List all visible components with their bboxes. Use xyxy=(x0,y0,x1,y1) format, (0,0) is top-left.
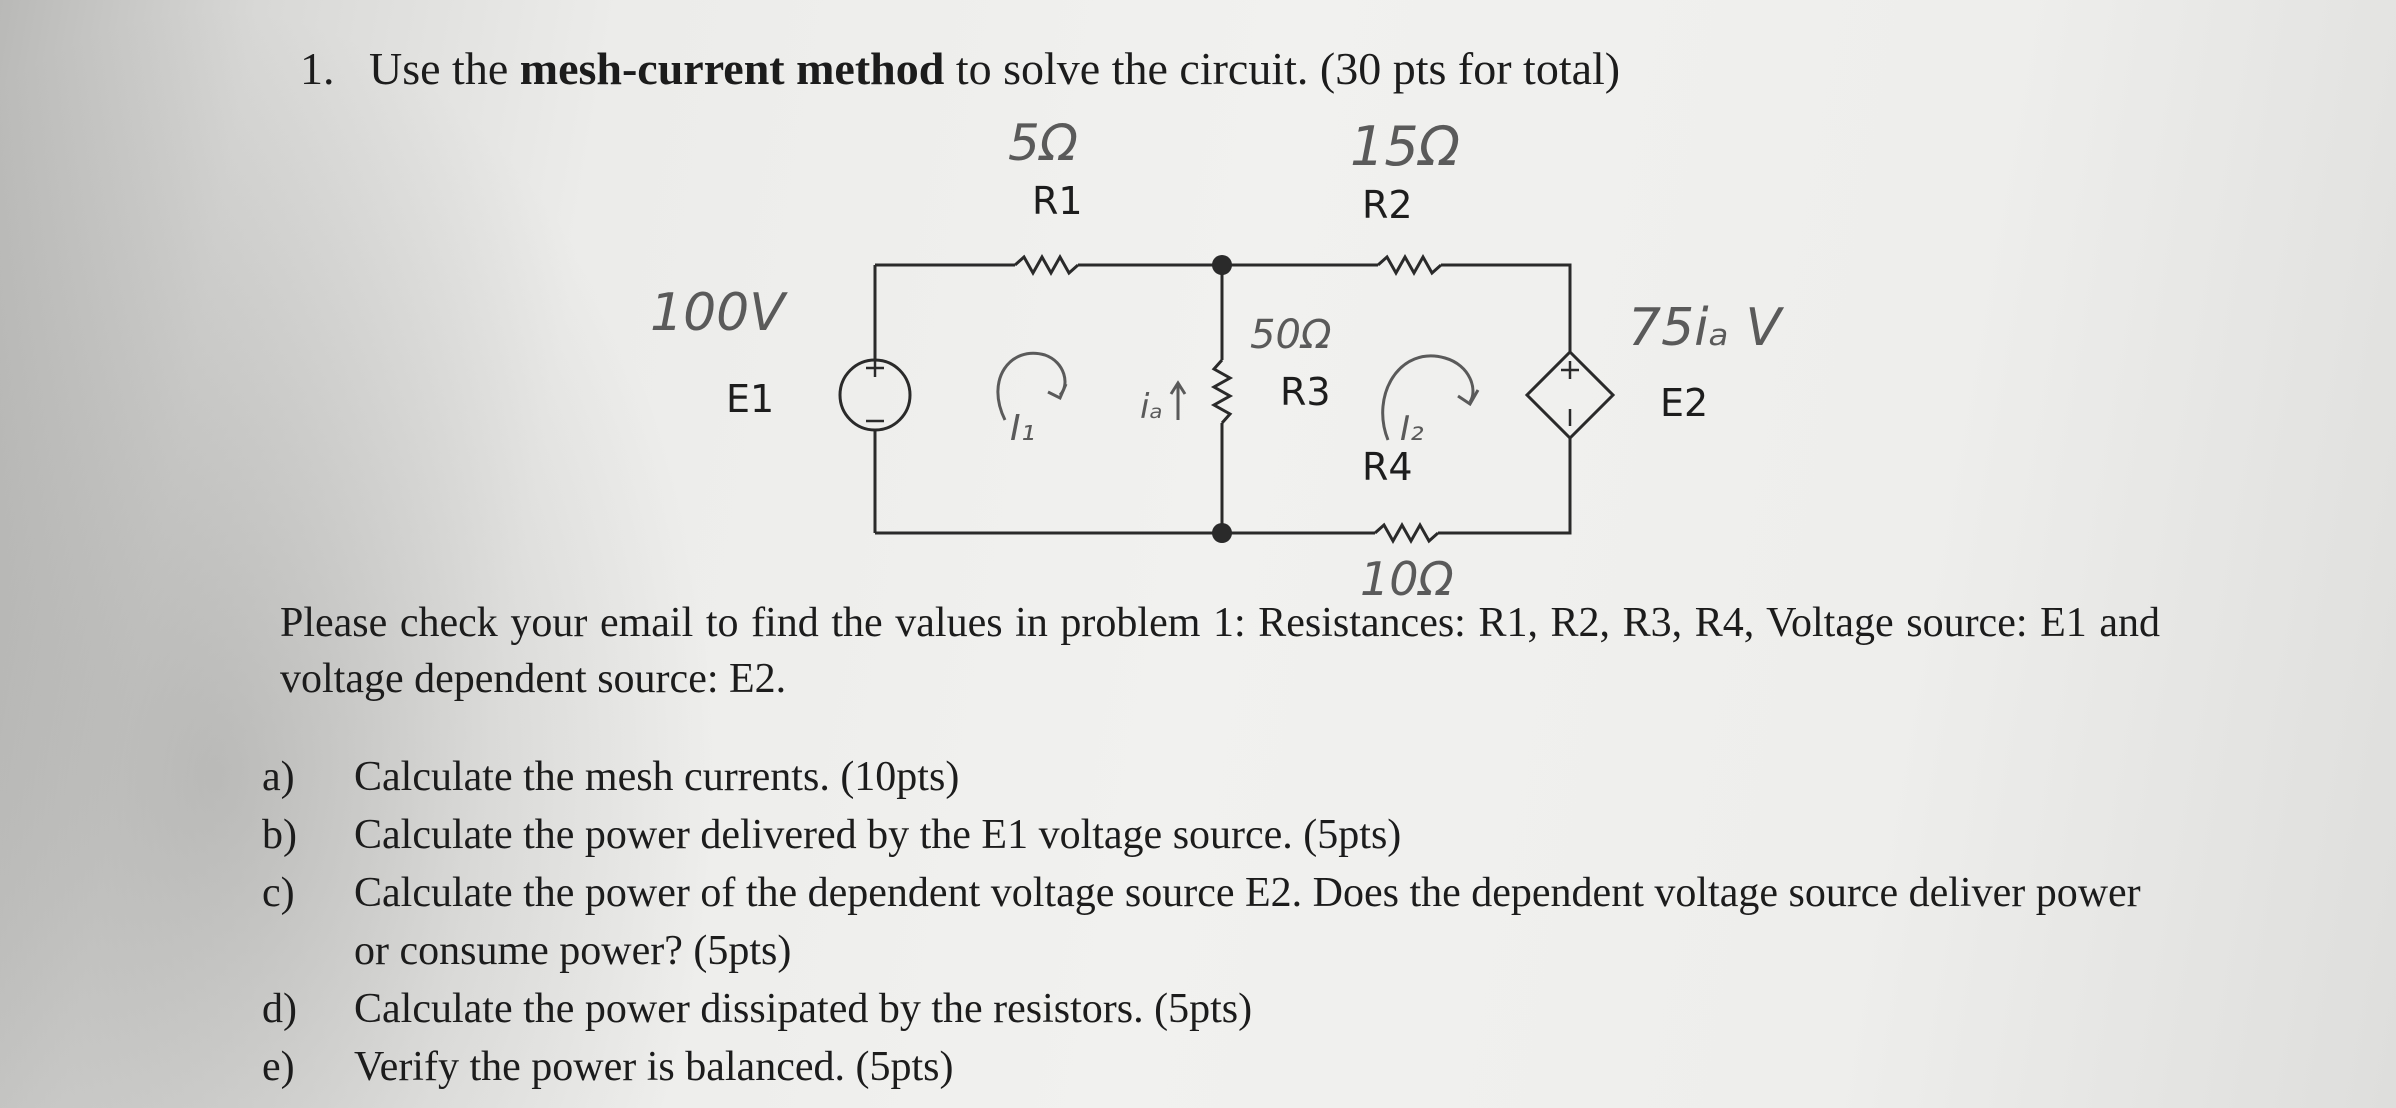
handwritten-r4-value: 10Ω xyxy=(1360,552,1454,606)
question-text: Calculate the power delivered by the E1 … xyxy=(354,812,1402,858)
label-e2: E2 xyxy=(1660,381,1708,425)
handwritten-mesh2-label: I₂ xyxy=(1400,409,1424,449)
handwritten-r1-value: 5Ω xyxy=(1008,114,1078,172)
label-e1: E1 xyxy=(726,377,774,421)
question-item-c: c) Calculate the power of the dependent … xyxy=(262,864,2162,980)
intro-paragraph: Please check your email to find the valu… xyxy=(280,600,2160,702)
problem-suffix: to solve the circuit. (30 pts for total) xyxy=(944,43,1621,94)
handwritten-e2-value: 75iₐ V xyxy=(1628,298,1785,358)
question-text: Calculate the mesh currents. (10pts) xyxy=(354,754,960,800)
source-e2 xyxy=(1524,349,1616,441)
label-r1: R1 xyxy=(1032,179,1083,223)
wire-bottom-right xyxy=(1438,438,1572,535)
question-text: Calculate the power dissipated by the re… xyxy=(354,986,1253,1032)
question-marker: c) xyxy=(262,870,295,916)
question-marker: e) xyxy=(262,1044,295,1090)
node-bottom xyxy=(1212,523,1232,543)
problem-method: mesh-current method xyxy=(519,43,945,94)
handwritten-r2-value: 15Ω xyxy=(1350,115,1460,178)
e2-plus xyxy=(1561,361,1579,379)
handwritten-ia-label: iₐ xyxy=(1140,387,1163,427)
label-r2: R2 xyxy=(1362,183,1413,227)
mesh1-arrow-icon xyxy=(996,351,1067,421)
e1-plus xyxy=(866,359,884,377)
label-r4: R4 xyxy=(1362,445,1413,489)
mesh2-arrow-icon xyxy=(1381,354,1475,441)
resistor-r3 xyxy=(1210,359,1234,424)
problem-title: 1. Use the mesh-current method to solve … xyxy=(300,42,1620,95)
wire-top-right xyxy=(1441,263,1572,352)
problem-prefix: Use the xyxy=(369,43,520,94)
question-item-e: e) Verify the power is balanced. (5pts) xyxy=(262,1038,2162,1096)
resistor-r2 xyxy=(1377,253,1442,277)
resistor-r1 xyxy=(1014,253,1079,277)
handwritten-r3-value: 50Ω xyxy=(1250,312,1332,358)
label-r3: R3 xyxy=(1280,370,1331,414)
node-top xyxy=(1212,255,1232,275)
question-text: Verify the power is balanced. (5pts) xyxy=(354,1044,954,1090)
question-item-b: b) Calculate the power delivered by the … xyxy=(262,806,2162,864)
handwritten-e1-value: 100V xyxy=(650,283,788,343)
mesh2-arrow-head-icon xyxy=(1457,389,1480,407)
question-text: Calculate the power of the dependent vol… xyxy=(354,870,2141,974)
question-item-a: a) Calculate the mesh currents. (10pts) xyxy=(262,748,2162,806)
question-item-d: d) Calculate the power dissipated by the… xyxy=(262,980,2162,1038)
handwritten-mesh1-label: I₁ xyxy=(1010,408,1035,449)
resistor-r4 xyxy=(1374,521,1439,545)
problem-number: 1. xyxy=(300,43,335,94)
mesh1-arrow-head-icon xyxy=(1047,383,1068,401)
question-marker: a) xyxy=(262,754,295,800)
ia-arrow-icon xyxy=(1169,380,1187,420)
question-marker: d) xyxy=(262,986,297,1032)
question-marker: b) xyxy=(262,812,297,858)
question-list: a) Calculate the mesh currents. (10pts) … xyxy=(262,748,2162,1096)
